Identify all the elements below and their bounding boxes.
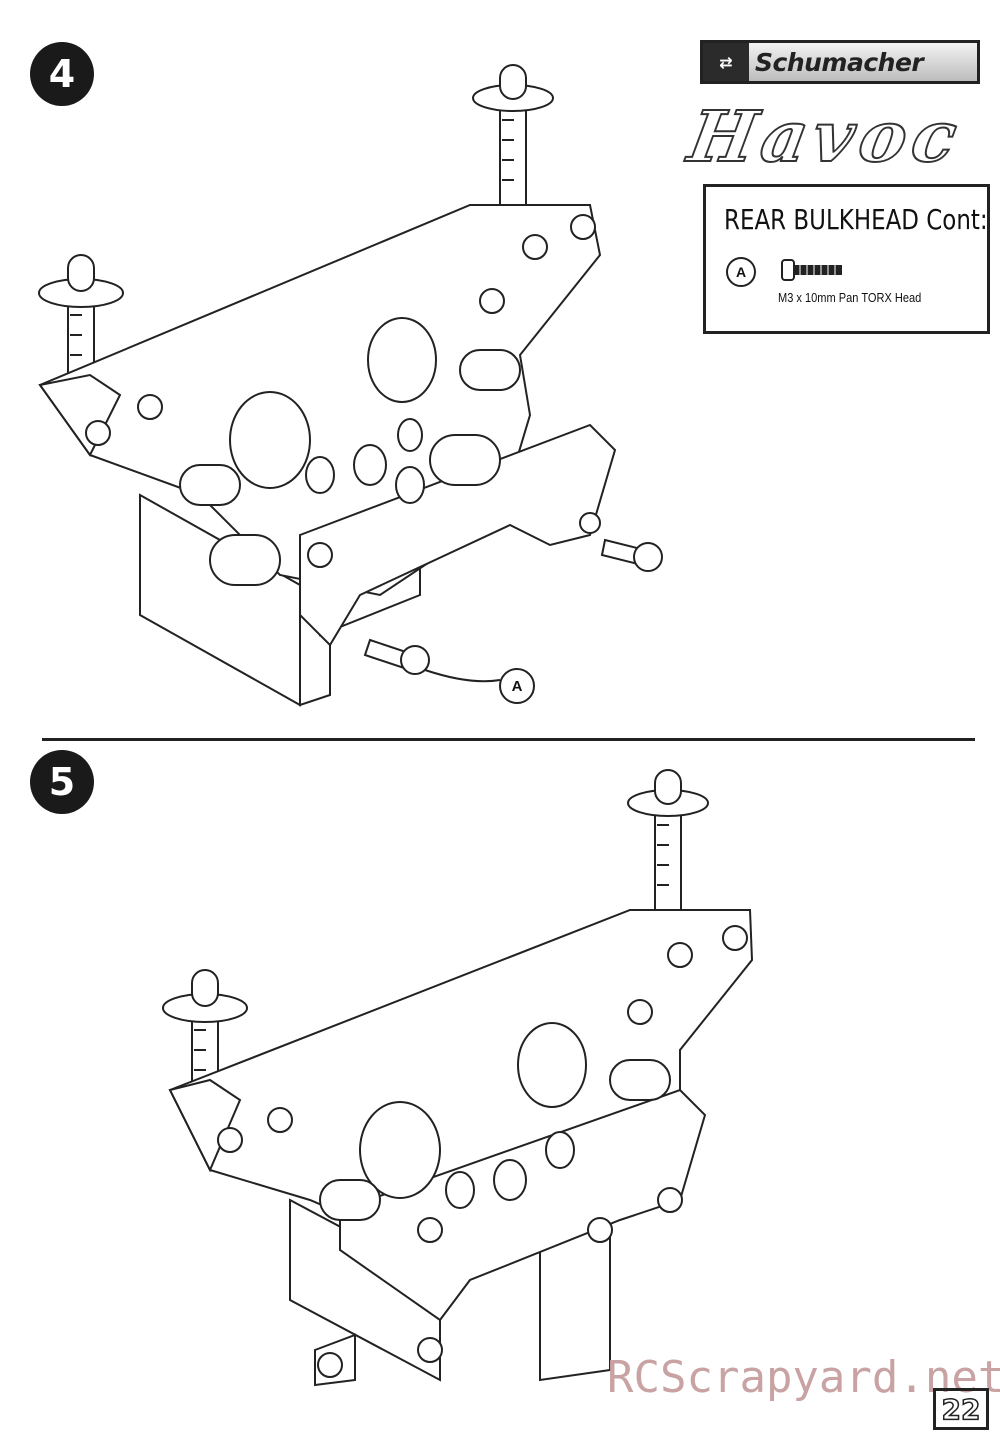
body-post-right — [472, 64, 554, 216]
step-4-bulkhead-diagram — [38, 64, 663, 707]
body-post-right — [627, 769, 709, 921]
step-5-bulkhead-diagram — [162, 769, 754, 1387]
screw-a-lower — [363, 638, 430, 675]
page-number: 22 — [933, 1388, 989, 1430]
screw-icon — [781, 259, 842, 281]
body-post-left — [38, 254, 124, 401]
model-logo: Havoc — [682, 94, 970, 179]
step-5-badge: 5 — [30, 750, 94, 814]
logo-mark-icon: ⇄ — [703, 43, 749, 81]
section-divider — [42, 738, 975, 741]
parts-box-title: REAR BULKHEAD Cont: — [724, 203, 988, 236]
brand-name: Schumacher — [755, 47, 924, 77]
step-4-badge: 4 — [30, 42, 94, 106]
part-description: M3 x 10mm Pan TORX Head — [778, 290, 922, 305]
part-letter-badge: A — [726, 257, 756, 287]
parts-box: REAR BULKHEAD Cont: A M3 x 10mm Pan TORX… — [703, 184, 990, 334]
schumacher-logo: ⇄ Schumacher — [700, 40, 980, 84]
callout-a: A — [499, 668, 535, 704]
